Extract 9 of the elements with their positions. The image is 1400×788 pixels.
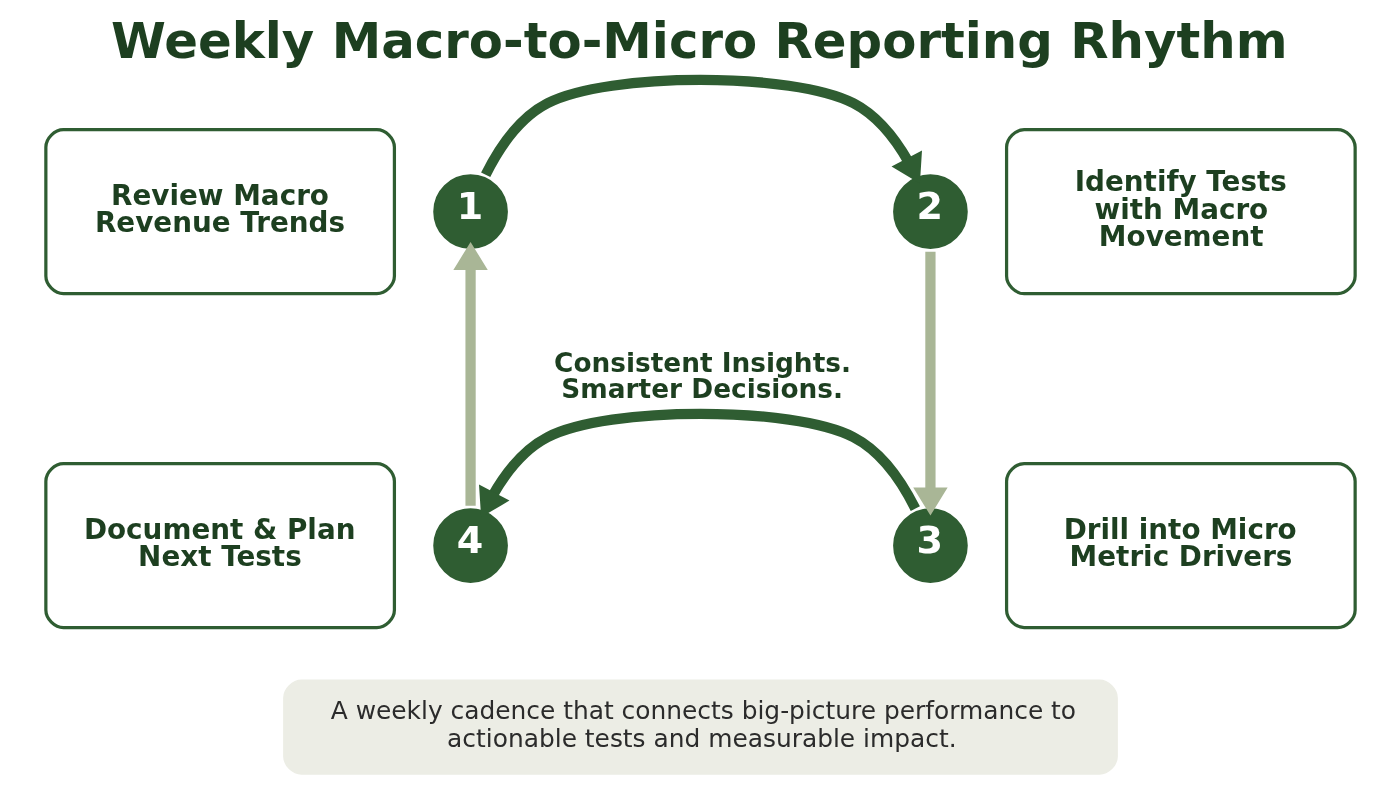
- node-box: A weekly cadence that connects big-picture performance to actionable tests and measurable impact.: [282, 679, 1118, 775]
- label: Consistent Insights. Smarter Decisions.: [553, 347, 851, 405]
- node-box: Drill into Micro Metric Drivers: [1004, 461, 1357, 630]
- diagram-title: Weekly Macro-to-Micro Reporting Rhythm: [110, 12, 1288, 71]
- node-box: Document & Plan Next Tests: [43, 461, 396, 630]
- node-box: Review Macro Revenue Trends: [43, 128, 396, 296]
- node-box: Identify Tests with Macro Movement: [1004, 128, 1357, 296]
- arrow: [452, 241, 488, 506]
- arrow: [912, 251, 948, 516]
